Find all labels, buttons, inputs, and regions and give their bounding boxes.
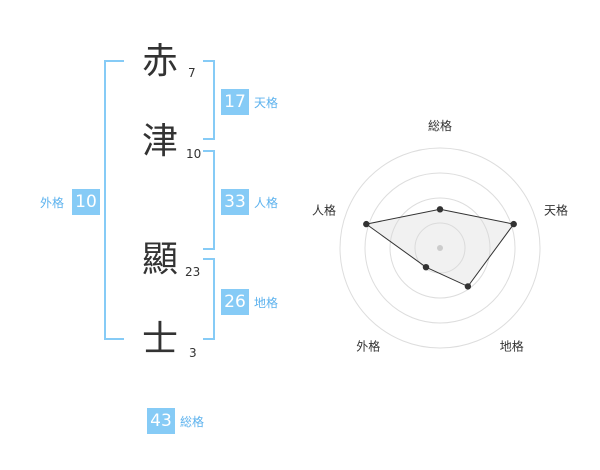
chikaku-bracket bbox=[203, 258, 215, 340]
stroke-count-1: 7 bbox=[188, 66, 196, 80]
tenkaku-badge: 17 bbox=[221, 89, 249, 115]
radar-point-3 bbox=[422, 264, 430, 271]
radar-axis-label-3: 外格 bbox=[356, 339, 380, 354]
radar-points bbox=[363, 206, 517, 290]
radar-ring-4 bbox=[339, 147, 541, 349]
radar-rings bbox=[339, 147, 541, 349]
chikaku-label: 地格 bbox=[254, 296, 279, 310]
jinkaku-label: 人格 bbox=[254, 196, 279, 210]
chikaku-badge: 26 bbox=[221, 289, 249, 315]
gaikaku-bracket bbox=[104, 60, 124, 340]
name-char-1: 赤 bbox=[141, 41, 178, 82]
radar-point-1 bbox=[510, 220, 517, 228]
stroke-count-3: 23 bbox=[185, 265, 201, 279]
name-char-4: 士 bbox=[141, 319, 178, 360]
name-char-3: 顯 bbox=[141, 239, 178, 280]
radar-ring-3 bbox=[364, 172, 516, 324]
radar-center-dot bbox=[437, 245, 443, 251]
radar-ring-2 bbox=[389, 197, 491, 299]
stroke-count-4: 3 bbox=[189, 346, 197, 360]
radar-axis-label-1: 天格 bbox=[544, 202, 568, 217]
radar-point-2 bbox=[464, 283, 472, 290]
tenkaku-bracket bbox=[203, 60, 215, 140]
radar-axis-label-2: 地格 bbox=[500, 339, 524, 354]
radar-axis-label-0: 総格 bbox=[428, 118, 452, 133]
jinkaku-badge: 33 bbox=[221, 189, 249, 215]
name-char-2: 津 bbox=[141, 121, 178, 162]
radar-point-0 bbox=[436, 206, 444, 213]
radar-axis-label-4: 人格 bbox=[312, 202, 336, 217]
soukaku-badge: 43 bbox=[147, 408, 175, 434]
stroke-count-2: 10 bbox=[186, 147, 202, 161]
radar-point-4 bbox=[363, 220, 370, 228]
tenkaku-label: 天格 bbox=[254, 96, 279, 110]
gaikaku-label: 外格 bbox=[40, 196, 65, 210]
radar-ring-1 bbox=[414, 222, 466, 274]
soukaku-label: 総格 bbox=[180, 415, 205, 429]
gaikaku-badge: 10 bbox=[72, 189, 100, 215]
jinkaku-bracket bbox=[203, 150, 215, 250]
